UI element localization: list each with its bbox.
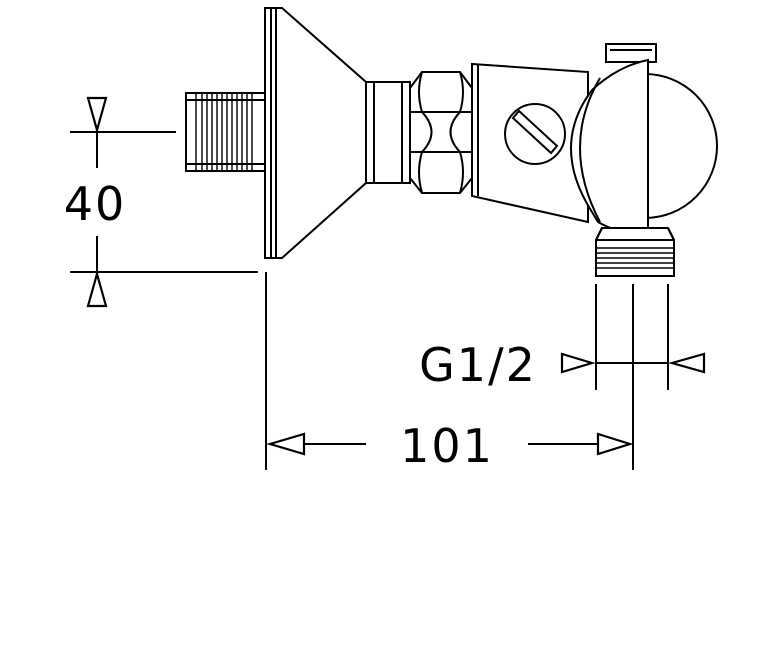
dimension-length: 101 — [265, 272, 634, 473]
inlet-threaded-pipe — [185, 92, 267, 172]
valve-handle — [570, 43, 718, 234]
neck — [365, 81, 411, 184]
arrow-up-icon — [86, 269, 108, 308]
hex-union-nut — [409, 71, 473, 194]
arrow-down-icon — [86, 96, 108, 135]
dimension-height-label: 40 — [64, 177, 127, 231]
arrow-left-icon — [266, 432, 306, 456]
dimension-thread-label: G1/2 — [419, 338, 537, 392]
dimension-height: 40 — [64, 96, 258, 308]
arrow-right-icon — [596, 432, 634, 456]
arrow-left-icon — [667, 352, 706, 374]
outlet-connector — [595, 227, 675, 277]
arrow-right-icon — [560, 352, 596, 374]
wall-rosette — [264, 7, 367, 259]
valve-body — [471, 62, 589, 224]
dimension-thread: G1/2 — [419, 284, 706, 392]
dimension-length-label: 101 — [400, 419, 494, 473]
